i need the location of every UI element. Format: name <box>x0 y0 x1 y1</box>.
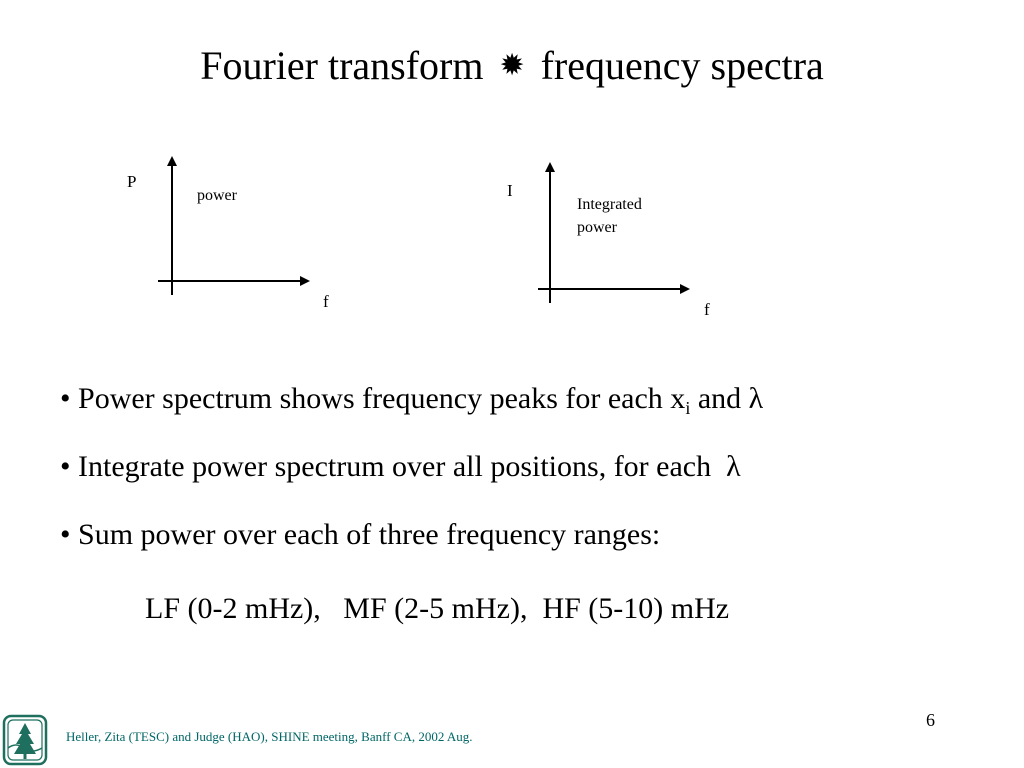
bullet-marker: • <box>60 450 71 483</box>
power-x-label: f <box>323 292 329 311</box>
footer-credit: Heller, Zita (TESC) and Judge (HAO), SHI… <box>66 729 473 744</box>
bullet-marker: • <box>60 382 71 415</box>
power-graph-axes <box>158 156 310 295</box>
integrated-y-label: I <box>507 181 513 200</box>
integrated-curve-label-line1: Integrated <box>577 196 642 213</box>
power-curve-label: power <box>197 187 237 204</box>
title-right: frequency spectra <box>540 43 824 88</box>
starburst-icon: ✹ <box>499 49 525 82</box>
integrated-x-label: f <box>704 300 710 319</box>
integrated-curve-label-line2: power <box>577 219 617 236</box>
integrated-curve-label: Integrated power <box>577 193 642 239</box>
integrated-graph-axes <box>538 162 690 303</box>
title-left: Fourier transform <box>200 43 484 88</box>
bullet-tail: and λ <box>690 382 764 415</box>
bullet-item: • Power spectrum shows frequency peaks f… <box>60 382 763 450</box>
tree-logo-icon <box>2 714 48 766</box>
bullet-text: Integrate power spectrum over all positi… <box>78 450 741 483</box>
bullet-subscript: i <box>685 398 691 418</box>
power-y-label: P <box>127 172 137 191</box>
bullet-item: • Integrate power spectrum over all posi… <box>60 450 763 518</box>
page-number: 6 <box>926 710 935 730</box>
slide-title: Fourier transform ✹ frequency spectra <box>0 40 1024 92</box>
bullet-marker: • <box>60 518 71 551</box>
bullet-text: Sum power over each of three frequency r… <box>78 518 661 551</box>
bullet-item: • Sum power over each of three frequency… <box>60 518 763 586</box>
bullet-list: • Power spectrum shows frequency peaks f… <box>60 382 763 586</box>
frequency-ranges: LF (0-2 mHz), MF (2-5 mHz), HF (5-10) mH… <box>145 592 730 625</box>
bullet-text: Power spectrum shows frequency peaks for… <box>78 382 686 415</box>
